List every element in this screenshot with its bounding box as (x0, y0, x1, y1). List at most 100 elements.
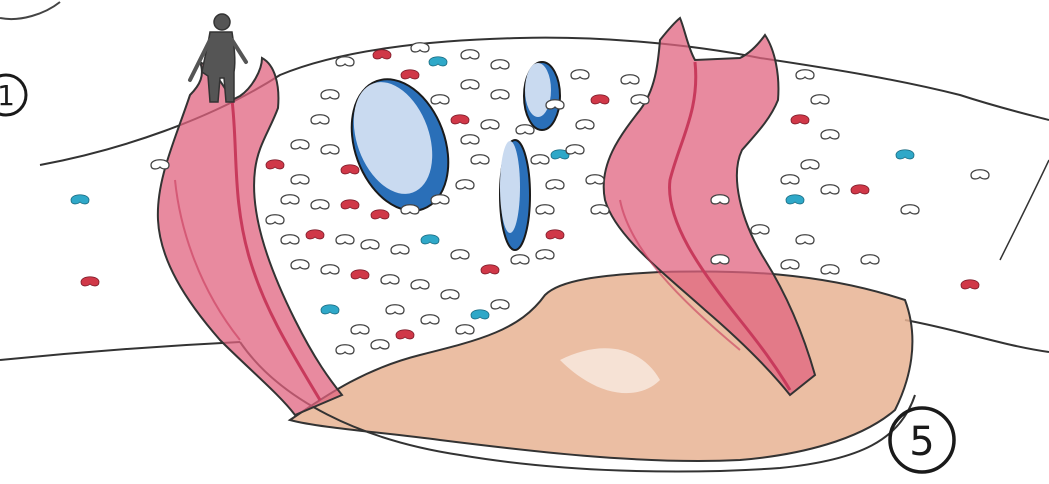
marker-1: 1 (0, 75, 26, 115)
particle-red-32 (546, 230, 564, 239)
particle-white-17 (291, 175, 309, 184)
tissue-slab-right-edge (1000, 160, 1049, 260)
particle-white-68 (546, 100, 564, 109)
particle-cyan-70 (71, 195, 89, 204)
particle-white-74 (811, 95, 829, 104)
particle-red-41 (306, 230, 324, 239)
particle-white-40 (336, 235, 354, 244)
particle-white-53 (421, 315, 439, 324)
particle-cyan-37 (421, 235, 439, 244)
marker-5: 5 (890, 408, 954, 472)
particle-white-89 (971, 170, 989, 179)
particle-white-33 (536, 250, 554, 259)
particle-white-48 (411, 280, 429, 289)
particle-red-80 (851, 185, 869, 194)
particle-white-27 (461, 135, 479, 144)
particle-cyan-56 (321, 305, 339, 314)
marker-1-label: 1 (0, 79, 15, 112)
particle-white-85 (821, 265, 839, 274)
particle-white-8 (491, 90, 509, 99)
particle-white-69 (516, 125, 534, 134)
particle-white-13 (311, 115, 329, 124)
particle-white-23 (401, 205, 419, 214)
particle-white-92 (711, 255, 729, 264)
particle-white-24 (431, 195, 449, 204)
particle-white-38 (391, 245, 409, 254)
particle-cyan-3 (429, 57, 447, 66)
particle-white-51 (491, 300, 509, 309)
particle-white-54 (386, 305, 404, 314)
particle-white-62 (576, 120, 594, 129)
particle-red-16 (341, 165, 359, 174)
particle-white-14 (291, 140, 309, 149)
particle-white-28 (531, 155, 549, 164)
particle-white-55 (351, 325, 369, 334)
particle-cyan-81 (896, 150, 914, 159)
particle-white-60 (571, 70, 589, 79)
particle-red-61 (591, 95, 609, 104)
particle-white-34 (511, 255, 529, 264)
background-ground-line-right (905, 320, 1049, 352)
blue-cell-small-bottom (500, 140, 530, 250)
particle-white-73 (796, 70, 814, 79)
particle-white-76 (821, 130, 839, 139)
particle-white-45 (321, 265, 339, 274)
particle-white-66 (621, 75, 639, 84)
particle-white-9 (431, 95, 449, 104)
particle-white-58 (371, 340, 389, 349)
particle-red-88 (961, 280, 979, 289)
particle-red-1 (373, 50, 391, 59)
particle-white-0 (336, 57, 354, 66)
particle-white-2 (411, 43, 429, 52)
particle-white-4 (461, 50, 479, 59)
particle-white-64 (586, 175, 604, 184)
particle-white-91 (751, 225, 769, 234)
particle-white-67 (631, 95, 649, 104)
particle-red-18 (266, 160, 284, 169)
particle-red-6 (401, 70, 419, 79)
particle-white-30 (546, 180, 564, 189)
particle-white-7 (461, 80, 479, 89)
top-left-scribble (0, 2, 60, 19)
particle-white-25 (456, 180, 474, 189)
particle-red-46 (351, 270, 369, 279)
particle-red-22 (371, 210, 389, 219)
particle-white-20 (311, 200, 329, 209)
particle-white-44 (291, 260, 309, 269)
particle-white-47 (381, 275, 399, 284)
particle-white-31 (536, 205, 554, 214)
particle-cyan-82 (786, 195, 804, 204)
marker-5-label: 5 (909, 419, 934, 465)
particle-white-5 (491, 60, 509, 69)
particle-white-42 (281, 235, 299, 244)
particle-cyan-50 (471, 310, 489, 319)
particle-red-35 (481, 265, 499, 274)
particle-red-75 (791, 115, 809, 124)
particle-white-87 (901, 205, 919, 214)
particle-red-21 (341, 200, 359, 209)
blue-cell-small-top (524, 62, 560, 130)
particle-white-78 (781, 175, 799, 184)
particle-white-72 (151, 160, 169, 169)
particle-white-12 (321, 90, 339, 99)
particle-white-26 (471, 155, 489, 164)
particle-red-10 (451, 115, 469, 124)
particle-white-49 (441, 290, 459, 299)
particle-white-36 (451, 250, 469, 259)
particle-white-63 (566, 145, 584, 154)
particle-white-57 (336, 345, 354, 354)
particle-red-71 (81, 277, 99, 286)
particle-white-11 (481, 120, 499, 129)
particle-white-65 (591, 205, 609, 214)
particle-red-59 (396, 330, 414, 339)
particle-white-15 (321, 145, 339, 154)
particle-white-83 (796, 235, 814, 244)
particle-white-79 (821, 185, 839, 194)
particle-white-77 (801, 160, 819, 169)
particle-white-39 (361, 240, 379, 249)
background-ground-line (0, 342, 240, 360)
particle-white-52 (456, 325, 474, 334)
particle-white-86 (861, 255, 879, 264)
particle-white-84 (781, 260, 799, 269)
